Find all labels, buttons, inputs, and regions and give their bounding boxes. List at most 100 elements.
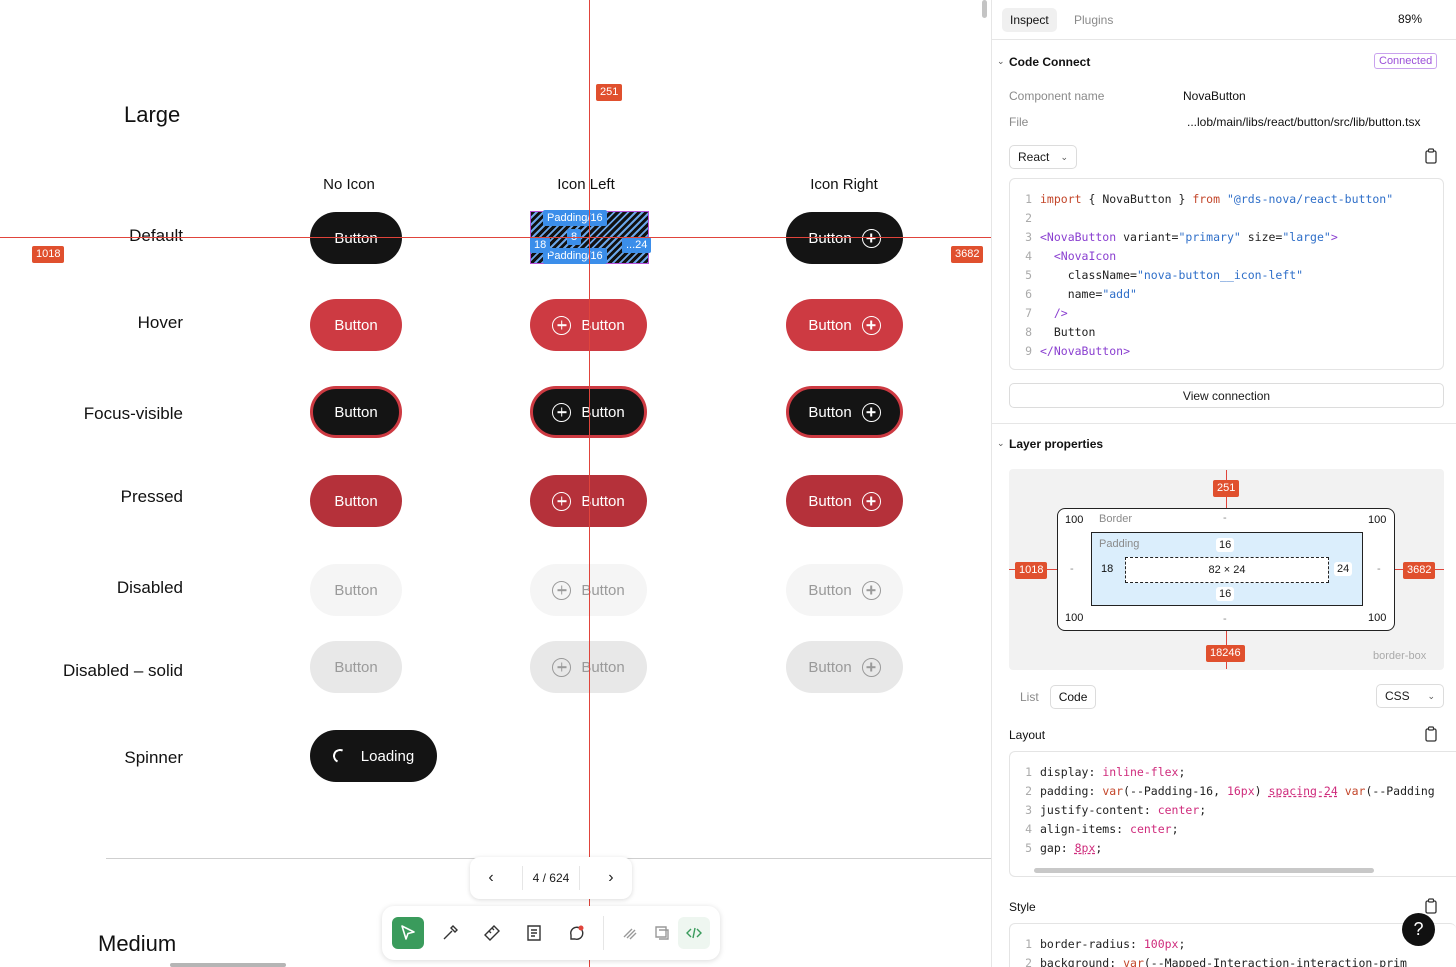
column-header-icon-left: Icon Left <box>557 176 615 193</box>
chevron-right-icon[interactable]: › <box>608 869 614 886</box>
draw-tool-button[interactable] <box>614 917 646 949</box>
chevron-down-icon[interactable]: ⌄ <box>997 438 1005 448</box>
guide-left-distance: 1018 <box>32 246 65 263</box>
panel-divider <box>991 39 1456 40</box>
code-connect-snippet[interactable]: 1 2 3 4 5 6 7 8 9 import { NovaButton } … <box>1009 178 1444 370</box>
box-bottom-distance: 18246 <box>1206 645 1245 662</box>
copy-clipboard-icon[interactable] <box>1424 898 1438 919</box>
padding-top-tag: Padding/16 <box>543 210 607 226</box>
code-horizontal-scrollbar[interactable] <box>1034 868 1374 873</box>
file-path-value[interactable]: ...lob/main/libs/react/button/src/lib/bu… <box>1187 115 1421 129</box>
plus-circle-icon <box>861 580 881 600</box>
border-bottom-value: - <box>1223 613 1227 625</box>
bottom-toolbar <box>382 906 720 960</box>
move-tool-button[interactable] <box>392 917 424 949</box>
toolbar-divider <box>603 916 604 950</box>
padding-bottom-value[interactable]: 16 <box>1216 587 1235 601</box>
plus-circle-icon <box>861 228 881 248</box>
component-name-label: Component name <box>1009 89 1105 103</box>
code-line: align-items: center; <box>1040 822 1179 836</box>
button-label: Button <box>581 492 625 510</box>
row-label-disabled-solid: Disabled – solid <box>62 661 183 680</box>
button-focus-icon-right[interactable]: Button <box>786 386 903 438</box>
button-disabled-icon-right[interactable]: Button <box>786 564 903 616</box>
frame-pager: ‹ 4 / 624 › <box>470 857 632 899</box>
line-number: 8 <box>1025 325 1032 339</box>
measure-tool-button[interactable] <box>476 917 508 949</box>
button-disabled-solid-no-icon[interactable]: Button <box>310 641 402 693</box>
line-number: 9 <box>1025 344 1032 358</box>
style-title: Style <box>1009 900 1036 914</box>
button-default-icon-right[interactable]: Button <box>786 212 903 264</box>
content-size: 82 × 24 <box>1125 557 1329 583</box>
button-focus-no-icon[interactable]: Button <box>310 386 402 438</box>
radius-bottom-right: 100 <box>1368 612 1387 624</box>
vertical-guide-line <box>589 0 590 967</box>
file-label: File <box>1009 115 1029 129</box>
tab-plugins[interactable]: Plugins <box>1074 13 1114 27</box>
radius-bottom-left: 100 <box>1065 612 1084 624</box>
tab-list[interactable]: List <box>1020 689 1039 704</box>
line-number: 4 <box>1025 822 1032 836</box>
button-disabled-icon-left[interactable]: Button <box>530 564 647 616</box>
chevron-left-icon[interactable]: ‹ <box>488 869 494 886</box>
tab-code[interactable]: Code <box>1049 684 1097 709</box>
plus-circle-icon <box>552 657 572 677</box>
plus-circle-icon <box>861 657 881 677</box>
comment-tool-button[interactable] <box>560 917 592 949</box>
padding-top-value[interactable]: 16 <box>1216 538 1235 552</box>
button-hover-icon-left[interactable]: Button <box>530 299 647 351</box>
help-button[interactable]: ? <box>1402 913 1435 946</box>
chevron-down-icon: ⌄ <box>1060 151 1068 162</box>
chevron-down-icon[interactable]: ⌄ <box>997 56 1005 66</box>
button-pressed-icon-right[interactable]: Button <box>786 475 903 527</box>
view-connection-button[interactable]: View connection <box>1009 383 1444 408</box>
row-label-pressed: Pressed <box>120 487 183 506</box>
chevron-down-icon: ⌄ <box>1427 690 1435 701</box>
code-connect-title[interactable]: Code Connect <box>1009 55 1091 69</box>
button-disabled-no-icon[interactable]: Button <box>310 564 402 616</box>
button-pressed-no-icon[interactable]: Button <box>310 475 402 527</box>
button-hover-no-icon[interactable]: Button <box>310 299 402 351</box>
tab-inspect[interactable]: Inspect <box>1002 8 1057 32</box>
copy-clipboard-icon[interactable] <box>1424 726 1438 747</box>
assets-tool-button[interactable] <box>646 917 678 949</box>
copy-clipboard-icon[interactable] <box>1424 148 1438 169</box>
plus-circle-icon <box>552 402 572 422</box>
padding-right-value[interactable]: 24 <box>1334 562 1353 576</box>
guide-top-distance: 251 <box>596 84 623 101</box>
padding-label: Padding <box>1099 538 1140 550</box>
button-default-no-icon[interactable]: Button <box>310 212 402 264</box>
code-line: gap: 8px; <box>1040 841 1103 855</box>
button-hover-icon-right[interactable]: Button <box>786 299 903 351</box>
button-pressed-icon-left[interactable]: Button <box>530 475 647 527</box>
plus-circle-icon <box>861 315 881 335</box>
code-line: </NovaButton> <box>1040 344 1131 358</box>
dev-mode-button[interactable] <box>678 917 710 949</box>
padding-left-value[interactable]: 18 <box>1101 563 1114 575</box>
padding-right-tag: ...24 <box>622 237 652 253</box>
framework-select-value: React <box>1018 150 1050 164</box>
framework-select[interactable]: React ⌄ <box>1009 145 1077 169</box>
layout-css-snippet[interactable]: 1 2 3 4 5 display: inline-flex; padding:… <box>1009 751 1456 877</box>
button-disabled-solid-icon-left[interactable]: Button <box>530 641 647 693</box>
button-label: Button <box>334 229 378 247</box>
box-sizing-label: border-box <box>1373 650 1427 662</box>
button-spinner-loading[interactable]: Loading <box>310 730 437 782</box>
design-canvas[interactable]: Large No Icon Icon Left Icon Right Defau… <box>0 0 991 967</box>
button-label: Button <box>808 316 852 334</box>
connected-badge: Connected <box>1374 53 1438 69</box>
canvas-horizontal-scrollbar[interactable] <box>170 963 286 967</box>
zoom-level[interactable]: 89% <box>1398 12 1423 26</box>
eyedropper-tool-button[interactable] <box>434 917 466 949</box>
box-left-distance: 1018 <box>1015 562 1048 579</box>
button-disabled-solid-icon-right[interactable]: Button <box>786 641 903 693</box>
button-focus-icon-left[interactable]: Button <box>530 386 647 438</box>
language-select[interactable]: CSS ⌄ <box>1376 684 1444 708</box>
layout-title: Layout <box>1009 728 1046 742</box>
style-css-snippet[interactable]: 1 2 border-radius: 100px; background: va… <box>1009 923 1456 967</box>
annotate-tool-button[interactable] <box>518 917 550 949</box>
layer-properties-title[interactable]: Layer properties <box>1009 437 1104 451</box>
comment-icon <box>570 925 584 940</box>
canvas-vertical-scrollbar[interactable] <box>982 0 987 18</box>
